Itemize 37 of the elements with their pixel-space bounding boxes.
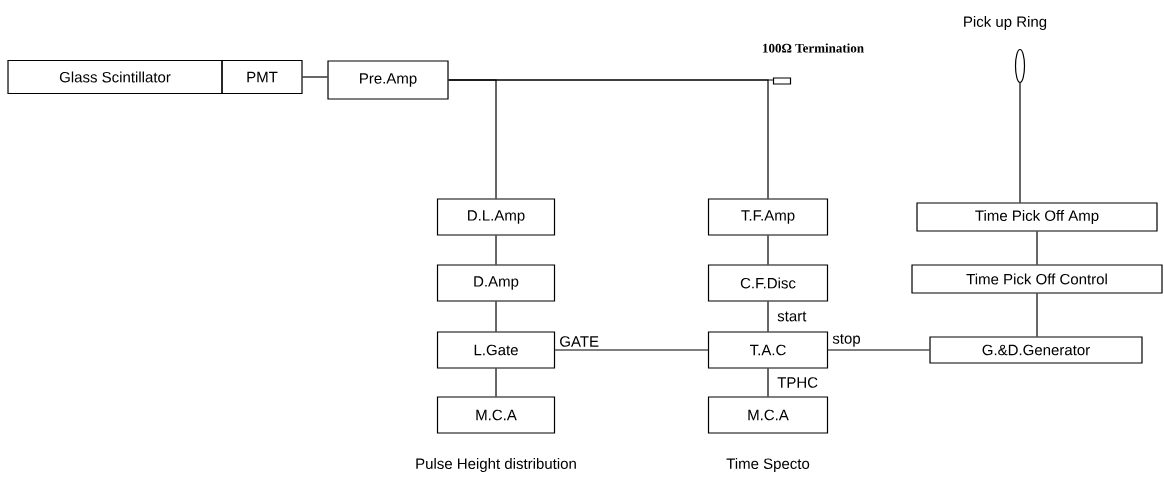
connector-line xyxy=(767,301,769,332)
connector-line xyxy=(495,301,497,332)
process-box: T.F.Amp xyxy=(707,198,829,236)
process-box: Glass Scintillator xyxy=(7,59,223,95)
connector-line xyxy=(302,76,328,78)
termination-symbol xyxy=(772,77,792,85)
connector-line xyxy=(448,79,769,199)
connector-line xyxy=(1019,82,1021,203)
node-label: Pulse Height distribution xyxy=(416,458,576,472)
process-box: D.L.Amp xyxy=(436,198,556,236)
process-box: Time Pick Off Amp xyxy=(916,202,1158,232)
node-label: 100Ω Termination xyxy=(763,43,864,53)
process-box: M.C.A xyxy=(707,396,829,434)
process-box: L.Gate xyxy=(436,331,556,369)
process-box: Time Pick Off Control xyxy=(911,264,1163,294)
edge-label: start xyxy=(776,310,808,323)
process-box: PMT xyxy=(221,59,303,95)
connector-line xyxy=(1036,231,1038,265)
connector-line xyxy=(827,349,930,351)
connector-line xyxy=(495,368,497,397)
connector-line xyxy=(767,368,769,397)
connector-line xyxy=(495,235,497,265)
edge-label: TPHC xyxy=(776,376,820,389)
connector-line xyxy=(1036,293,1038,337)
node-label: Pick up Ring xyxy=(964,16,1047,30)
process-box: G.&D.Generator xyxy=(929,336,1143,364)
process-box: C.F.Disc xyxy=(707,264,829,302)
connector-line xyxy=(554,349,709,351)
edge-label: GATE xyxy=(558,335,601,348)
edge-label: stop xyxy=(831,333,862,348)
process-box: D.Amp xyxy=(436,264,556,302)
ring-symbol xyxy=(1014,48,1026,84)
process-box: Pre.Amp xyxy=(327,60,449,100)
process-box: T.A.C xyxy=(707,331,829,369)
node-label: Time Specto xyxy=(726,458,810,472)
process-box: M.C.A xyxy=(436,396,556,434)
connector-line xyxy=(767,235,769,265)
